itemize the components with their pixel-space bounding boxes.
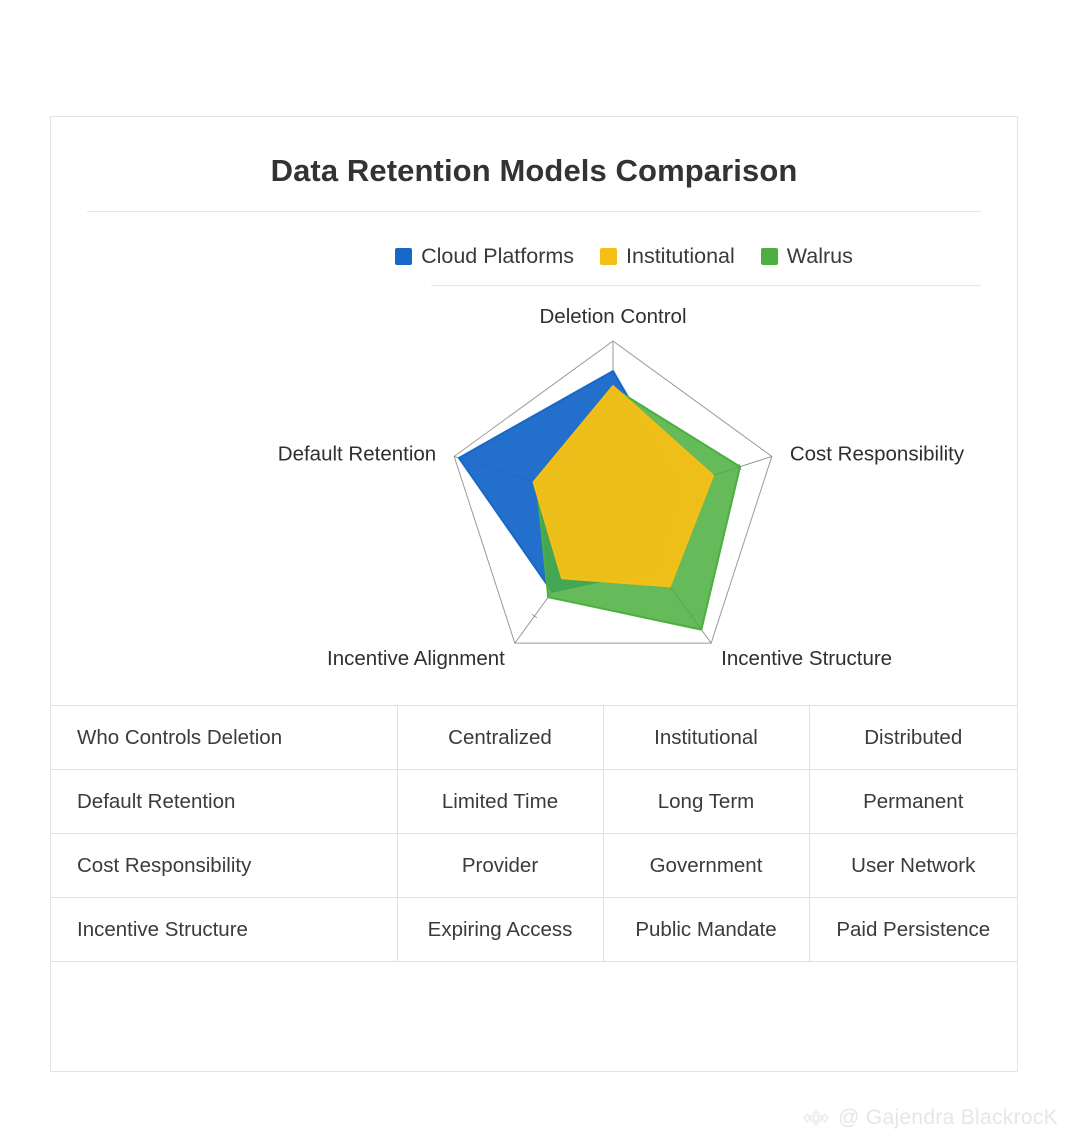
legend-label-cloud-platforms: Cloud Platforms <box>421 244 575 268</box>
legend-divider <box>431 285 981 286</box>
legend-swatch-green-icon <box>760 248 778 265</box>
legend-label-institutional: Institutional <box>626 244 735 268</box>
radar-axis-label-deletion-control: Deletion Control <box>540 305 687 328</box>
row-label: Incentive Structure <box>51 897 398 962</box>
cell-institutional: Government <box>603 833 810 898</box>
row-label: Who Controls Deletion <box>51 705 398 770</box>
cell-walrus: Distributed <box>809 705 1017 770</box>
row-label: Cost Responsibility <box>51 833 398 898</box>
cell-cloud-platforms: Expiring Access <box>397 897 604 962</box>
cell-institutional: Long Term <box>603 769 810 834</box>
legend-swatch-yellow-icon <box>600 248 618 265</box>
cell-cloud-platforms: Limited Time <box>397 769 604 834</box>
radar-series-group <box>457 370 742 631</box>
watermark-handle: @ Gajendra BlackrocK <box>838 1106 1058 1129</box>
cell-cloud-platforms: Provider <box>397 833 604 898</box>
cell-walrus: Permanent <box>809 769 1017 834</box>
radar-axis-label-cost-responsibility: Cost Responsibility <box>790 442 965 465</box>
radar-axis-tick <box>531 613 538 619</box>
chart-card: Data Retention Models Comparison Cloud P… <box>50 116 1018 1072</box>
cell-walrus: User Network <box>809 833 1017 898</box>
cell-institutional: Public Mandate <box>603 897 810 962</box>
row-label: Default Retention <box>51 769 398 834</box>
legend-item-institutional[interactable]: Institutional <box>600 244 735 269</box>
diamond-logo-icon <box>803 1110 830 1126</box>
legend-swatch-blue-icon <box>395 248 413 265</box>
radar-axis-label-incentive-alignment: Incentive Alignment <box>327 647 505 670</box>
page-title: Data Retention Models Comparison <box>270 153 798 188</box>
radar-axis-label-incentive-structure: Incentive Structure <box>721 647 892 670</box>
cell-walrus: Paid Persistence <box>809 897 1017 962</box>
watermark: @ Gajendra BlackrocK <box>803 1105 1058 1131</box>
radar-outer-ring <box>453 340 773 644</box>
title-divider <box>87 211 981 212</box>
radar-axis-label-default-retention: Default Retention <box>278 442 436 465</box>
legend-item-walrus[interactable]: Walrus <box>760 244 853 269</box>
legend-label-walrus: Walrus <box>786 244 853 268</box>
chart-legend: Cloud Platforms Institutional Walrus <box>51 244 1017 269</box>
radar-series-institutional <box>532 385 715 588</box>
cell-cloud-platforms: Centralized <box>397 705 604 770</box>
legend-item-cloud-platforms[interactable]: Cloud Platforms <box>395 244 574 269</box>
cell-institutional: Institutional <box>603 705 810 770</box>
